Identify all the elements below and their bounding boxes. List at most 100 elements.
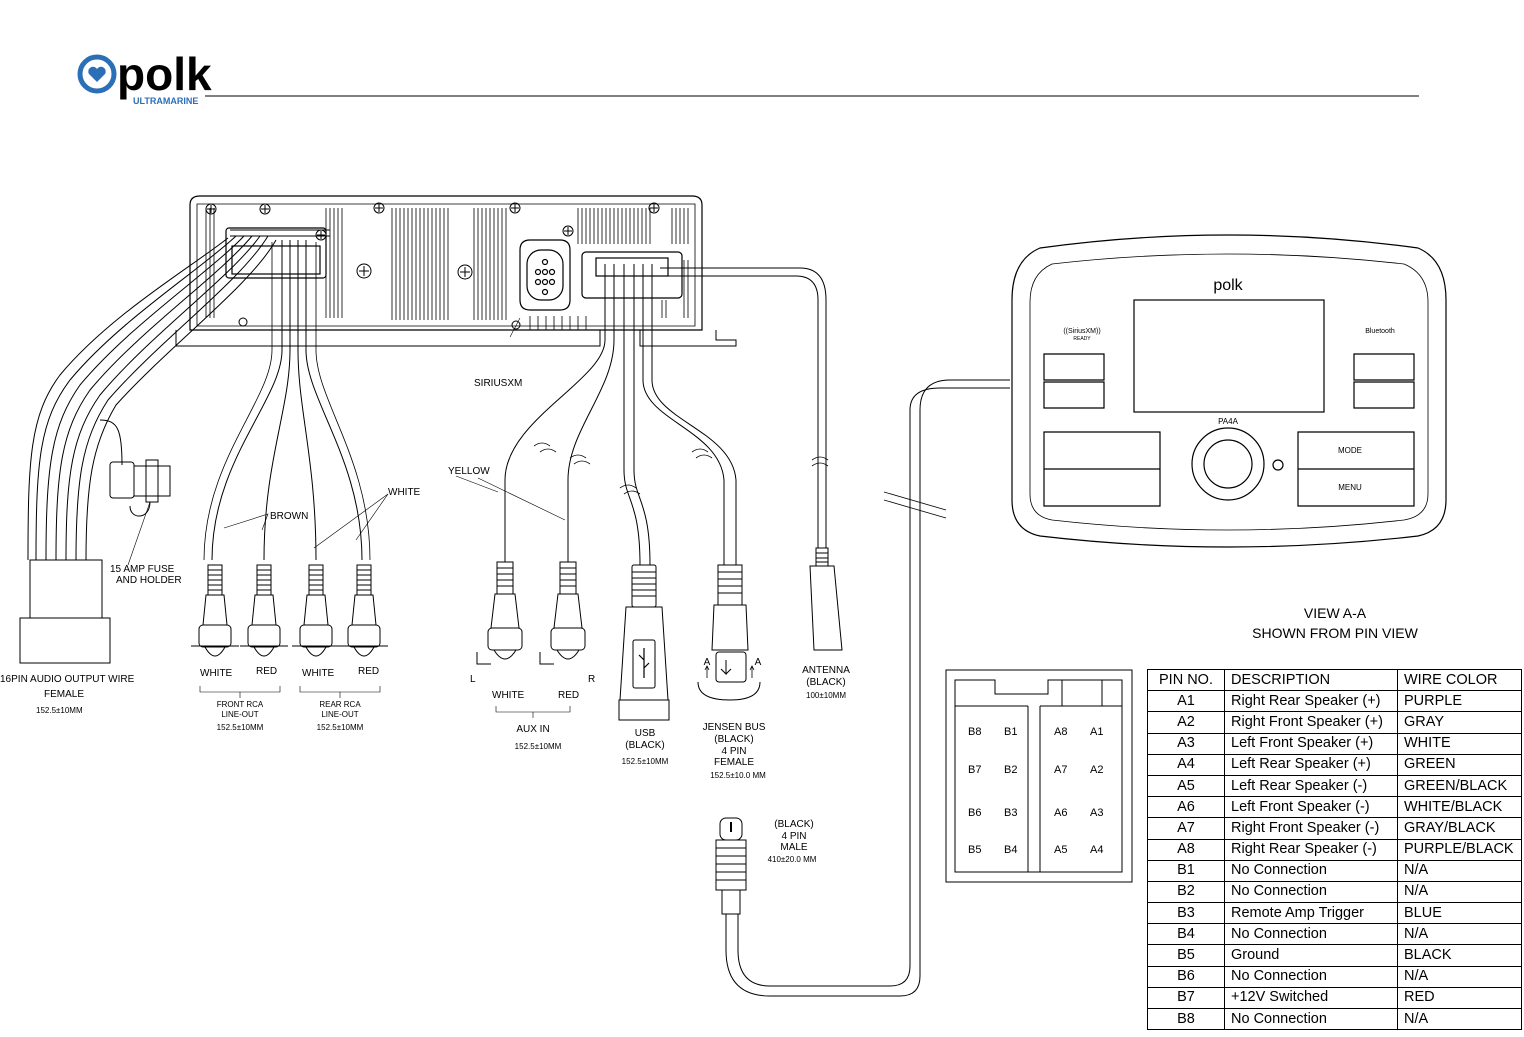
table-cell: WHITE/BLACK	[1397, 796, 1522, 819]
label-rear-rca-len: 152.5±10MM	[317, 723, 364, 732]
pin-label: A2	[1090, 764, 1103, 776]
table-cell: Remote Amp Trigger	[1224, 902, 1398, 925]
label-jb-a1: A	[704, 657, 711, 668]
table-cell: BLACK	[1397, 944, 1522, 967]
pin-label: B8	[968, 726, 981, 738]
table-cell: WHITE	[1397, 732, 1522, 755]
label-aux-in: AUX IN	[516, 724, 549, 735]
remote-menu: MENU	[1338, 483, 1362, 492]
table-cell: N/A	[1397, 880, 1522, 904]
table-cell: Right Rear Speaker (-)	[1224, 838, 1398, 861]
label-siriusxm: SIRIUSXM	[474, 378, 522, 389]
table-cell: B1	[1147, 859, 1225, 882]
rca-plugs	[191, 493, 389, 698]
table-cell: B2	[1147, 880, 1225, 904]
table-cell: B7	[1147, 986, 1225, 1010]
table-cell: WIRE COLOR	[1397, 668, 1522, 692]
table-cell: GREEN	[1397, 753, 1522, 776]
label-rca2-white: WHITE	[302, 668, 335, 679]
label-male-1: (BLACK)	[774, 819, 813, 830]
table-cell: No Connection	[1224, 965, 1398, 988]
pin-label: B1	[1004, 726, 1017, 738]
table-cell: Right Front Speaker (-)	[1224, 817, 1398, 840]
table-cell: Left Rear Speaker (-)	[1224, 774, 1398, 798]
label-aux-r: R	[588, 674, 595, 685]
right-cables	[455, 264, 829, 566]
label-front-rca-1: FRONT RCA	[217, 700, 264, 709]
table-cell: PIN NO.	[1147, 668, 1225, 692]
table-cell: Ground	[1224, 944, 1398, 967]
remote-mode: MODE	[1338, 446, 1362, 455]
label-rca1-white: WHITE	[200, 668, 233, 679]
connector-pin-view	[945, 669, 1133, 883]
brand-sub: ULTRAMARINE	[133, 96, 198, 106]
label-usb-1: USB	[635, 728, 656, 739]
table-cell: A8	[1147, 838, 1225, 861]
rca-cables	[203, 240, 371, 561]
table-cell: N/A	[1397, 965, 1522, 988]
view-title-1: VIEW A-A	[1303, 605, 1367, 621]
aux-plugs	[476, 379, 1010, 997]
label-aux-red: RED	[558, 690, 579, 701]
pin-label: A4	[1090, 844, 1103, 856]
label-harness-2: FEMALE	[44, 689, 84, 700]
table-cell: A4	[1147, 753, 1225, 776]
pin-label: A8	[1054, 726, 1067, 738]
label-usb-2: (BLACK)	[625, 740, 664, 751]
table-cell: B3	[1147, 902, 1225, 925]
pin-label: A7	[1054, 764, 1067, 776]
table-cell: N/A	[1397, 859, 1522, 882]
table-cell: Right Rear Speaker (+)	[1224, 690, 1398, 713]
label-fuse-2: AND HOLDER	[116, 575, 182, 586]
table-cell: A5	[1147, 774, 1225, 798]
pin-label: B5	[968, 844, 981, 856]
table-cell: GREEN/BLACK	[1397, 774, 1522, 798]
label-aux-len: 152.5±10MM	[515, 742, 562, 751]
label-aux-white: WHITE	[492, 690, 525, 701]
pin-label: A1	[1090, 726, 1103, 738]
table-cell: Left Front Speaker (+)	[1224, 732, 1398, 755]
label-front-rca-2: LINE-OUT	[221, 710, 258, 719]
wire-harness	[19, 229, 330, 664]
label-male-3: MALE	[780, 842, 808, 853]
table-cell: No Connection	[1224, 859, 1398, 882]
table-cell: No Connection	[1224, 1007, 1398, 1031]
label-brown: BROWN	[270, 511, 308, 522]
table-cell: GRAY	[1397, 711, 1522, 734]
table-cell: RED	[1397, 986, 1522, 1010]
label-rear-rca-1: REAR RCA	[319, 700, 361, 709]
label-ant-len: 100±10MM	[806, 691, 846, 700]
label-ant-2: (BLACK)	[806, 677, 845, 688]
table-cell: B5	[1147, 944, 1225, 967]
table-cell: B6	[1147, 965, 1225, 988]
remote-model: PA4A	[1218, 417, 1239, 426]
pin-label: A3	[1090, 807, 1103, 819]
label-male-2: 4 PIN	[781, 831, 806, 842]
label-fuse-1: 15 AMP FUSE	[110, 564, 175, 575]
label-ant-1: ANTENNA	[802, 665, 850, 676]
pin-label: A6	[1054, 807, 1067, 819]
label-jb-3: 4 PIN	[721, 746, 746, 757]
remote-bt: Bluetooth	[1365, 328, 1395, 335]
label-aux-l: L	[470, 674, 476, 685]
table-cell: +12V Switched	[1224, 986, 1398, 1010]
table-cell: PURPLE	[1397, 690, 1522, 713]
label-male-len: 410±20.0 MM	[768, 855, 817, 864]
pin-label: B4	[1004, 844, 1017, 856]
remote-brand: polk	[1213, 277, 1243, 294]
label-usb-len: 152.5±10MM	[622, 757, 669, 766]
label-jb-4: FEMALE	[714, 757, 754, 768]
table-cell: A7	[1147, 817, 1225, 840]
table-cell: No Connection	[1224, 880, 1398, 904]
